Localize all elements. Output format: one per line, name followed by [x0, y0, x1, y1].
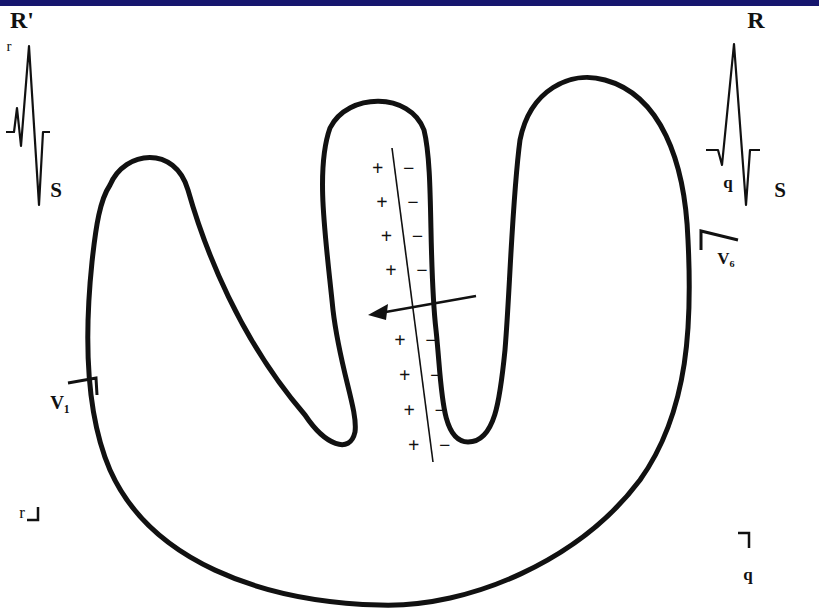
charge-sign: − — [407, 192, 418, 212]
charge-sign: + — [394, 330, 405, 350]
charge-sign: − — [435, 400, 446, 420]
charge-sign: − — [416, 260, 427, 280]
lead-name: V₁ — [50, 393, 69, 412]
ecg-complex — [706, 44, 760, 205]
deflection-symbol — [27, 507, 38, 520]
heart-outline — [88, 78, 690, 606]
lead-name: V₆ — [717, 250, 734, 267]
vector-arrow — [380, 296, 476, 313]
wave-label: r — [7, 39, 12, 54]
wave-label: q — [743, 566, 752, 583]
charge-sign: − — [403, 158, 414, 178]
charge-sign: + — [404, 400, 415, 420]
wave-label: R' — [10, 8, 34, 32]
electrode-symbol — [701, 231, 738, 250]
charge-sign: + — [376, 192, 387, 212]
charge-sign: + — [381, 226, 392, 246]
wave-label: S — [774, 180, 786, 201]
wave-label: r — [19, 504, 25, 521]
wave-label: R — [747, 8, 764, 32]
charge-sign: − — [430, 365, 441, 385]
charge-sign: − — [439, 435, 450, 455]
charge-sign: + — [385, 260, 396, 280]
charge-sign: + — [408, 435, 419, 455]
charge-sign: + — [372, 158, 383, 178]
electrode-symbol — [68, 378, 97, 395]
charge-sign: − — [412, 226, 423, 246]
wave-label: S — [50, 180, 62, 201]
ecg-complex — [6, 46, 50, 205]
charge-sign: + — [399, 365, 410, 385]
vector-arrowhead — [368, 304, 388, 320]
deflection-symbol — [738, 533, 749, 548]
wave-label: q — [723, 174, 732, 191]
slide-band — [0, 0, 819, 6]
charge-sign: − — [425, 330, 436, 350]
